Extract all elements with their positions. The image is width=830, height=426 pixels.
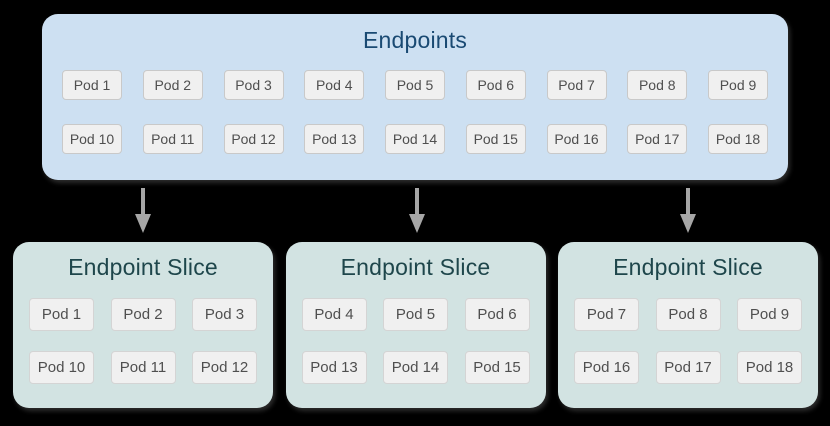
endpoint-slice-title: Endpoint Slice bbox=[340, 254, 491, 280]
slice-pod-row-1: Pod 1 Pod 2 Pod 3 bbox=[29, 298, 257, 331]
pod-chip: Pod 16 bbox=[574, 351, 639, 384]
slice-pod-row-2: Pod 10 Pod 11 Pod 12 bbox=[29, 351, 257, 384]
down-arrow-icon bbox=[409, 188, 425, 233]
endpoint-slices-row: Endpoint Slice Pod 1 Pod 2 Pod 3 Pod 10 … bbox=[13, 242, 818, 408]
pod-chip: Pod 3 bbox=[223, 70, 284, 100]
pod-chip: Pod 9 bbox=[708, 70, 768, 100]
pod-chip: Pod 13 bbox=[304, 124, 365, 154]
arrow-head bbox=[680, 214, 696, 233]
arrow-stem bbox=[415, 188, 419, 214]
pod-chip: Pod 10 bbox=[62, 124, 122, 154]
slice-pod-row-1: Pod 7 Pod 8 Pod 9 bbox=[574, 298, 802, 331]
pod-chip: Pod 7 bbox=[574, 298, 639, 331]
pod-chip: Pod 8 bbox=[627, 70, 688, 100]
arrow-head bbox=[409, 214, 425, 233]
pod-chip: Pod 14 bbox=[385, 124, 445, 154]
pod-chip: Pod 3 bbox=[192, 298, 257, 331]
endpoint-slice-title: Endpoint Slice bbox=[613, 254, 763, 280]
pod-chip: Pod 11 bbox=[142, 124, 203, 154]
pod-chip: Pod 5 bbox=[385, 70, 445, 100]
arrow-stem bbox=[686, 188, 690, 214]
pod-chip: Pod 5 bbox=[383, 298, 448, 331]
pod-chip: Pod 6 bbox=[464, 298, 530, 331]
endpoint-slice-box-1: Endpoint Slice Pod 1 Pod 2 Pod 3 Pod 10 … bbox=[13, 242, 273, 408]
pod-chip: Pod 18 bbox=[708, 124, 768, 154]
endpoint-slice-box-3: Endpoint Slice Pod 7 Pod 8 Pod 9 Pod 16 … bbox=[558, 242, 818, 408]
pod-chip: Pod 6 bbox=[465, 70, 526, 100]
endpoints-box: Endpoints Pod 1 Pod 2 Pod 3 Pod 4 Pod 5 … bbox=[42, 14, 788, 180]
down-arrow-icon bbox=[135, 188, 151, 233]
arrow-stem bbox=[141, 188, 145, 214]
pod-chip: Pod 8 bbox=[655, 298, 721, 331]
slice-pod-row-2: Pod 13 Pod 14 Pod 15 bbox=[301, 351, 530, 384]
pod-chip: Pod 11 bbox=[110, 351, 176, 384]
pod-chip: Pod 15 bbox=[464, 351, 530, 384]
arrow-head bbox=[135, 214, 151, 233]
slice-pod-row-1: Pod 4 Pod 5 Pod 6 bbox=[301, 298, 530, 331]
pod-chip: Pod 2 bbox=[110, 298, 176, 331]
pod-chip: Pod 17 bbox=[655, 351, 721, 384]
pod-chip: Pod 12 bbox=[223, 124, 284, 154]
pod-chip: Pod 17 bbox=[627, 124, 688, 154]
endpoint-slice-title: Endpoint Slice bbox=[68, 254, 218, 280]
endpoint-slice-box-2: Endpoint Slice Pod 4 Pod 5 Pod 6 Pod 13 … bbox=[285, 242, 546, 408]
endpoints-pod-row-1: Pod 1 Pod 2 Pod 3 Pod 4 Pod 5 Pod 6 Pod … bbox=[62, 70, 768, 100]
pod-chip: Pod 10 bbox=[29, 351, 94, 384]
pod-chip: Pod 9 bbox=[737, 298, 802, 331]
pod-chip: Pod 4 bbox=[301, 298, 367, 331]
pod-chip: Pod 1 bbox=[62, 70, 122, 100]
pod-chip: Pod 2 bbox=[142, 70, 203, 100]
pod-chip: Pod 1 bbox=[29, 298, 94, 331]
slice-pod-row-2: Pod 16 Pod 17 Pod 18 bbox=[574, 351, 802, 384]
pod-chip: Pod 13 bbox=[301, 351, 367, 384]
pod-chip: Pod 4 bbox=[304, 70, 365, 100]
pod-chip: Pod 16 bbox=[546, 124, 607, 154]
down-arrow-icon bbox=[680, 188, 696, 233]
pod-chip: Pod 15 bbox=[465, 124, 526, 154]
endpoints-pod-row-2: Pod 10 Pod 11 Pod 12 Pod 13 Pod 14 Pod 1… bbox=[62, 124, 768, 154]
pod-chip: Pod 7 bbox=[546, 70, 607, 100]
pod-chip: Pod 14 bbox=[383, 351, 448, 384]
endpoints-title: Endpoints bbox=[362, 27, 468, 53]
pod-chip: Pod 18 bbox=[737, 351, 802, 384]
pod-chip: Pod 12 bbox=[192, 351, 257, 384]
